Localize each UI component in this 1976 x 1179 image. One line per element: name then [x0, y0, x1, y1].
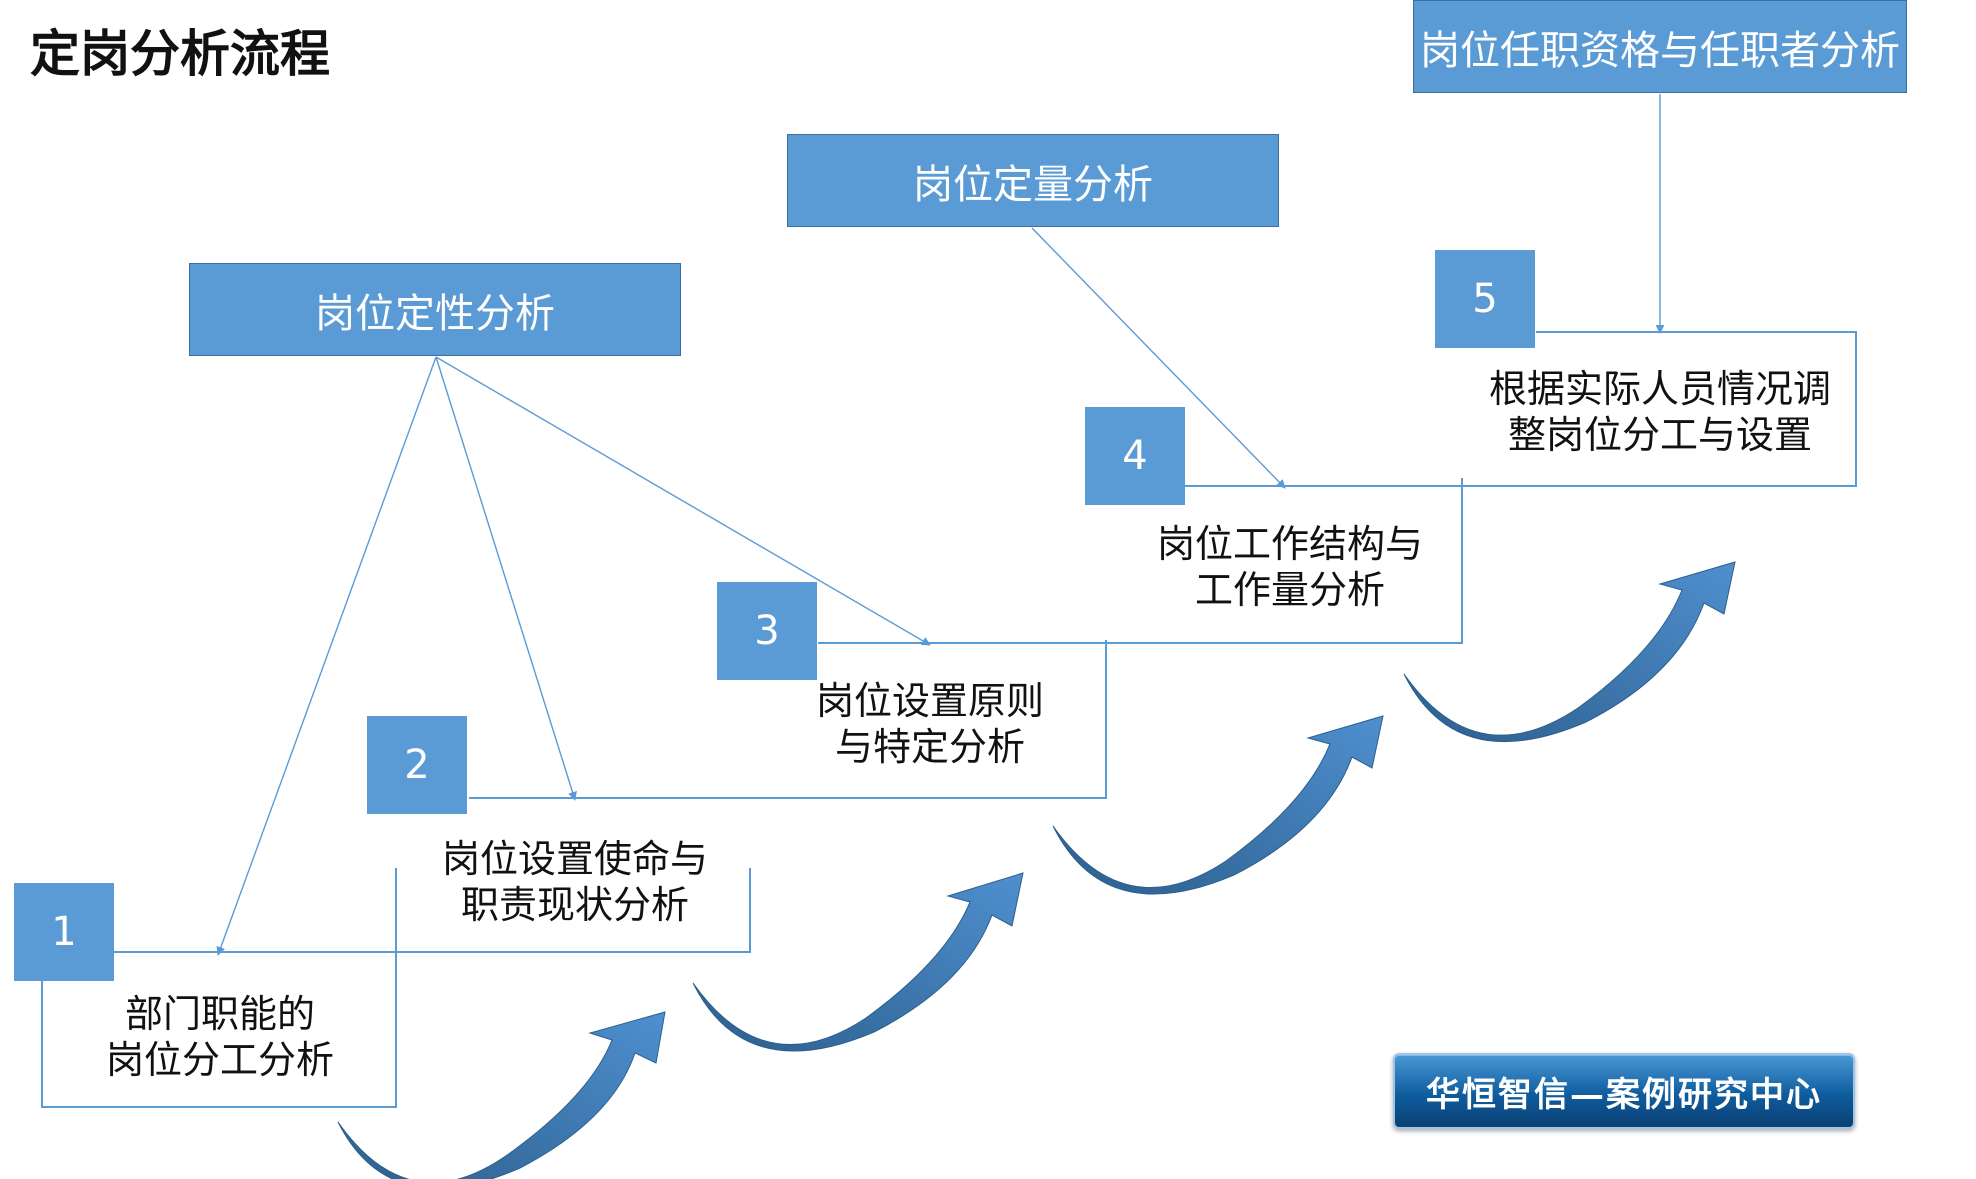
category-box-qualitative: 岗位定性分析: [189, 263, 681, 356]
step-frame-2: [469, 640, 1107, 799]
step-label-3: 岗位设置原则 与特定分析: [770, 678, 1090, 770]
step-label-1: 部门职能的 岗位分工分析: [60, 991, 380, 1083]
pointer-line-to-step-3: [435, 356, 931, 646]
pointer-line-to-step-1: [216, 356, 437, 956]
step-3-line-1: 岗位设置原则: [815, 679, 1044, 723]
step-number-1: 1: [14, 883, 114, 981]
pointer-line-to-step-2: [435, 356, 577, 801]
curved-arrow-3: [1052, 715, 1384, 895]
curved-arrow-2: [692, 872, 1024, 1052]
step-1-line-1: 部门职能的: [124, 992, 315, 1036]
step-frames: [41, 331, 1857, 1108]
step-label-4: 岗位工作结构与 工作量分析: [1120, 521, 1460, 613]
step-4-line-2: 工作量分析: [1194, 568, 1385, 612]
step-5-line-1: 根据实际人员情况调: [1488, 367, 1831, 411]
category-label: 岗位定量分析: [913, 161, 1153, 208]
step-label-5: 根据实际人员情况调 整岗位分工与设置: [1470, 366, 1850, 458]
step-number-2: 2: [367, 716, 467, 814]
curved-arrows: [337, 561, 1736, 1179]
step-2-line-2: 职责现状分析: [460, 883, 689, 927]
category-label: 岗位定性分析: [315, 290, 555, 337]
step-frame-3: [818, 478, 1463, 644]
curved-arrow-1: [337, 1011, 666, 1179]
pointer-lines: [216, 94, 1665, 956]
category-box-qualification: 岗位任职资格与任职者分析: [1413, 0, 1907, 93]
footer-badge-text: 华恒智信—案例研究中心: [1426, 1074, 1822, 1115]
step-4-line-1: 岗位工作结构与: [1156, 522, 1423, 566]
step-2-line-1: 岗位设置使命与: [441, 837, 708, 881]
step-number-4: 4: [1085, 407, 1185, 505]
step-frame-4: [1185, 331, 1857, 487]
footer-badge: 华恒智信—案例研究中心: [1393, 1053, 1855, 1129]
step-3-line-2: 与特定分析: [834, 725, 1025, 769]
step-number-3: 3: [717, 582, 817, 680]
step-frame-1: [41, 868, 751, 1108]
step-label-2: 岗位设置使命与 职责现状分析: [410, 836, 740, 928]
page-title: 定岗分析流程: [30, 25, 330, 83]
category-box-quantitative: 岗位定量分析: [787, 134, 1279, 227]
step-number-5: 5: [1435, 250, 1535, 348]
curved-arrow-4: [1403, 561, 1736, 742]
step-1-line-2: 岗位分工分析: [105, 1038, 334, 1082]
step-5-line-2: 整岗位分工与设置: [1507, 413, 1812, 457]
category-label: 岗位任职资格与任职者分析: [1420, 27, 1900, 74]
pointer-line-to-step-4: [1031, 227, 1286, 489]
